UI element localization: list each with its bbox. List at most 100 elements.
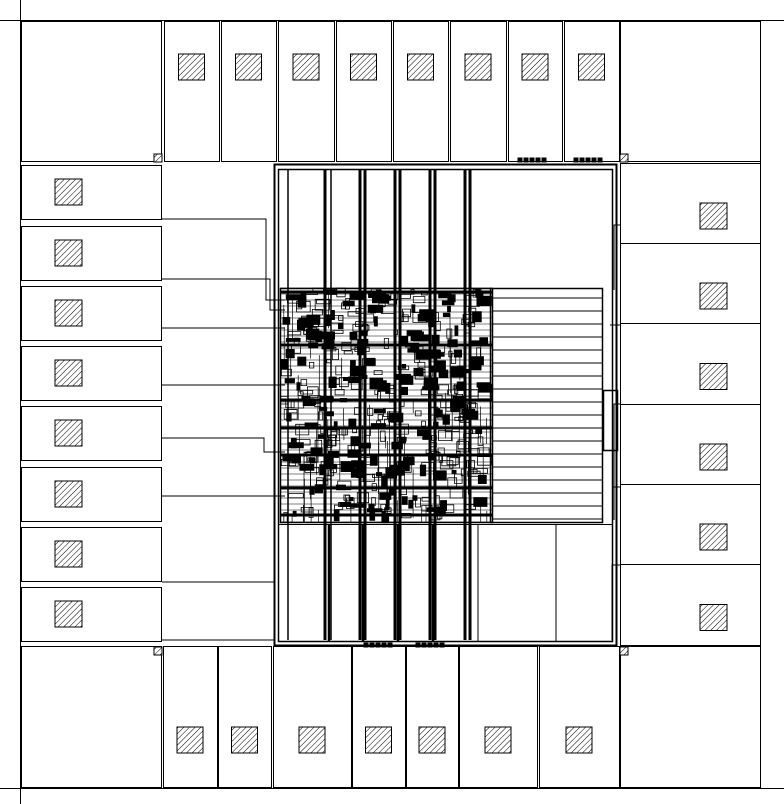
standard-cell [280,359,287,369]
top-pad-cell [165,22,220,162]
standard-cell [349,377,359,383]
standard-cell [348,312,359,316]
top-pad-cell [565,22,620,162]
standard-cell [344,351,352,354]
standard-cell [429,355,436,362]
standard-cell [350,504,363,508]
standard-cell [455,417,465,420]
standard-cell [328,451,339,457]
hatched-square-icon [232,727,258,753]
top-pad-cell [337,22,392,162]
standard-cell [315,485,323,493]
standard-cell [451,407,460,412]
standard-cell [451,353,455,363]
standard-cell [350,293,365,299]
standard-cell [304,327,317,334]
standard-cell [462,369,470,373]
standard-cell [301,391,313,395]
standard-cell [383,385,394,388]
standard-cell [431,511,440,520]
standard-cell [378,415,382,420]
standard-cell [402,513,411,517]
standard-cell [289,461,298,466]
standard-cell [477,296,492,305]
standard-cell [420,465,425,476]
standard-cell [329,470,334,476]
standard-cell [288,494,303,498]
hatched-square-icon [55,601,82,627]
standard-cell [334,422,337,427]
hatched-square-icon [177,727,203,753]
standard-cell [443,313,450,317]
standard-cell [476,429,482,434]
standard-cell [370,512,375,521]
standard-cell [309,458,314,462]
standard-cell [338,481,351,490]
bottom-pad-cell [353,647,406,788]
standard-cell [345,495,350,502]
standard-cell [433,346,445,352]
standard-cell [364,358,375,365]
standard-cell [433,395,442,399]
standard-cell [402,364,406,368]
standard-cell [355,408,361,415]
standard-cell [285,379,294,383]
pin-stub [428,643,432,647]
hatched-square-icon [293,54,319,80]
standard-cell [402,309,410,317]
hatched-corner-icon [620,647,628,655]
standard-cell [286,338,300,341]
standard-cell [389,393,394,402]
standard-cell [309,362,313,368]
standard-cell [395,424,408,434]
standard-cell [324,315,330,326]
standard-cell [338,428,348,435]
standard-cell [318,435,324,439]
pin-stub [524,158,528,162]
left-pad-cell [22,588,162,642]
standard-cell [349,497,353,500]
pin-stub [580,158,584,162]
standard-cell [319,412,323,420]
standard-cell [386,499,389,509]
standard-cell [399,376,413,385]
standard-cell [414,335,429,341]
standard-cell [452,374,465,378]
standard-cell [297,301,311,312]
standard-cell [421,291,427,295]
standard-cell [340,398,347,402]
standard-cell [455,474,463,483]
standard-cell [291,399,304,408]
standard-cell [358,367,365,374]
standard-cell [372,484,376,491]
standard-cell [415,411,421,416]
standard-cell [473,312,482,322]
standard-cell [427,508,436,512]
standard-cell [371,308,376,313]
standard-cell [394,330,398,335]
standard-cell [291,438,296,448]
standard-cell [400,400,404,407]
hatched-square-icon [566,727,592,753]
standard-cell [350,332,357,339]
hatched-square-icon [700,605,727,631]
standard-cell [467,404,477,413]
pin-stub [574,158,578,162]
standard-cell [324,347,336,351]
pin-stub [586,158,590,162]
top-pad-cell [279,22,335,162]
hatched-square-icon [55,481,82,507]
standard-cell [442,455,456,466]
pin-stub [416,643,420,647]
standard-cell [435,410,442,417]
hatched-square-icon [700,364,727,390]
standard-cell [300,464,314,470]
standard-cell [422,497,431,501]
standard-cell [422,421,426,426]
hatched-corner-icon [154,154,162,162]
top-pad-row [165,22,620,162]
standard-cell [447,329,452,338]
standard-cell [287,410,297,413]
standard-cell [402,315,408,322]
